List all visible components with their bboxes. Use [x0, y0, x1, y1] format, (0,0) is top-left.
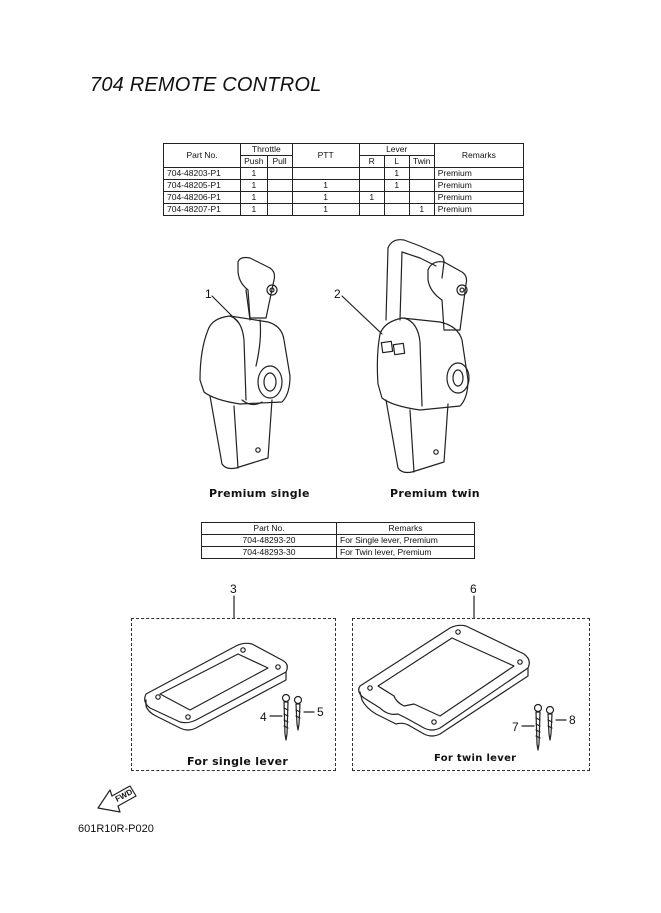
fwd-arrow-icon [97, 785, 137, 813]
callout-2: 2 [334, 287, 341, 301]
parts-table-gasket: Part No. Remarks 704-48293-20 For Single… [201, 522, 475, 559]
cell-remarks: For Twin lever, Premium [336, 546, 475, 559]
cell-ptt: 1 [291, 203, 360, 216]
callout-1: 1 [205, 287, 212, 301]
caption-premium-twin: Premium twin [390, 487, 480, 500]
caption-premium-single: Premium single [209, 487, 310, 500]
screw-5-illustration [293, 695, 303, 731]
premium-twin-control-illustration [376, 239, 470, 474]
cell-part: 704-48293-30 [201, 546, 337, 559]
screw-7-illustration [533, 703, 543, 751]
cell-remarks: Premium [433, 203, 525, 216]
col-ptt: PTT [291, 143, 360, 168]
col-part-no: Part No. [201, 522, 337, 535]
caption-single-lever: For single lever [187, 755, 289, 768]
callout-5: 5 [317, 705, 324, 719]
screw-8-illustration [545, 705, 555, 741]
cell-twin: 1 [408, 203, 435, 216]
cell-push: 1 [240, 203, 268, 216]
premium-single-control-illustration [199, 256, 291, 470]
table-row: 704-48293-20 For Single lever, Premium [201, 534, 475, 547]
col-remarks: Remarks [336, 522, 475, 535]
cell-remarks: For Single lever, Premium [336, 534, 475, 547]
parts-table-remote-control: Part No. Throttle PTT Lever Remarks Push… [162, 143, 525, 216]
single-lever-kit-box [131, 618, 336, 771]
single-lever-gasket-illustration [144, 642, 288, 731]
col-remarks: Remarks [433, 143, 525, 168]
twin-lever-gasket-illustration [358, 624, 530, 737]
diagram-code: 601R10R-P020 [78, 823, 154, 835]
callout-6: 6 [470, 582, 477, 596]
callout-4: 4 [260, 710, 267, 724]
table-row: 704-48203-P1 1 1 Premium [162, 167, 525, 180]
col-part-no: Part No. [162, 143, 242, 168]
caption-twin-lever: For twin lever [434, 753, 517, 764]
table-row: 704-48293-30 For Twin lever, Premium [201, 546, 475, 559]
callout-8: 8 [569, 713, 576, 727]
twin-lever-kit-box [352, 618, 590, 771]
leader-line-2 [341, 295, 383, 335]
page-title: 704 REMOTE CONTROL [90, 74, 322, 96]
callout-3: 3 [230, 582, 237, 596]
callout-7: 7 [512, 720, 519, 734]
table-row: 704-48207-P1 1 1 1 Premium [162, 203, 525, 216]
screw-4-illustration [281, 693, 291, 741]
fwd-label: FWD [114, 787, 135, 804]
leader-line-1 [211, 295, 239, 323]
cell-part: 704-48293-20 [201, 534, 337, 547]
